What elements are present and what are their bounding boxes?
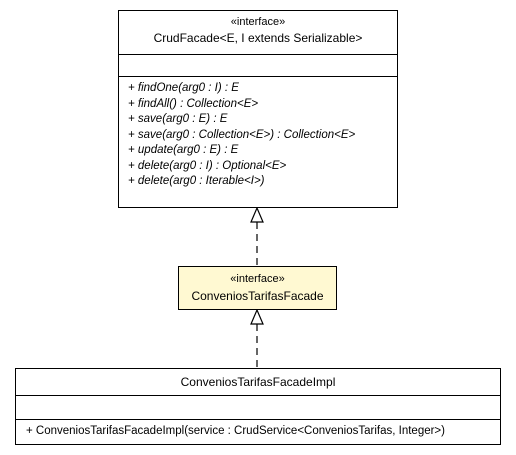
convenios-impl-class[interactable]: ConveniosTarifasFacadeImpl + ConveniosTa…	[15, 368, 501, 445]
convenios-impl-operations: + ConveniosTarifasFacadeImpl(service : C…	[26, 424, 445, 440]
operation-item: + ConveniosTarifasFacadeImpl(service : C…	[26, 425, 445, 437]
operation-item: + findAll() : Collection<E>	[128, 97, 259, 110]
convenios-impl-attr-separator	[16, 395, 500, 396]
operation-item: + save(arg0 : Collection<E>) : Collectio…	[128, 128, 356, 141]
convenios-facade-name: ConveniosTarifasFacade	[191, 289, 324, 303]
operation-item: + delete(arg0 : Iterable<I>)	[128, 175, 265, 187]
convenios-impl-ops-separator	[16, 419, 500, 420]
realization-arrowhead-upper	[250, 206, 264, 223]
crud-facade-operations: + findOne(arg0 : I) : E + findAll() : Co…	[128, 81, 355, 190]
crud-facade-ops-separator	[119, 76, 397, 77]
convenios-impl-name: ConveniosTarifasFacadeImpl	[180, 375, 336, 389]
operation-item: + update(arg0 : E) : E	[128, 144, 239, 156]
crud-facade-name: CrudFacade<E, I extends Serializable>	[153, 31, 363, 45]
convenios-facade-class[interactable]: «interface» ConveniosTarifasFacade	[178, 266, 337, 310]
crud-facade-attr-separator	[119, 54, 397, 55]
convenios-facade-stereotype: «interface»	[230, 273, 285, 285]
realization-arrowhead-lower	[250, 308, 264, 325]
operation-item: + save(arg0 : E) : E	[128, 113, 228, 125]
crud-facade-class[interactable]: «interface» CrudFacade<E, I extends Seri…	[118, 10, 398, 208]
operation-item: + findOne(arg0 : I) : E	[128, 82, 239, 94]
operation-item: + delete(arg0 : I) : Optional<E>	[128, 159, 287, 172]
crud-facade-stereotype: «interface»	[230, 16, 286, 28]
